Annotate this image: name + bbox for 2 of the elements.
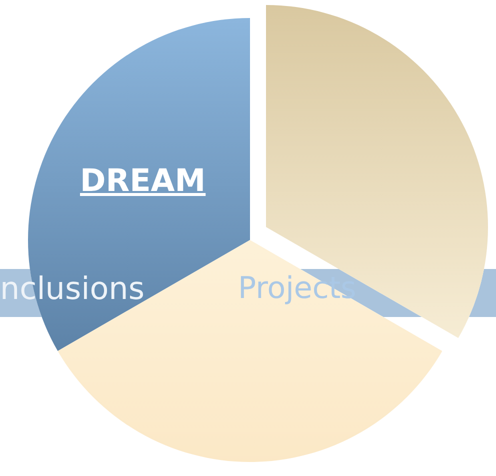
segment-label: DREAM xyxy=(80,163,206,199)
band-label: nclusions xyxy=(0,271,144,307)
